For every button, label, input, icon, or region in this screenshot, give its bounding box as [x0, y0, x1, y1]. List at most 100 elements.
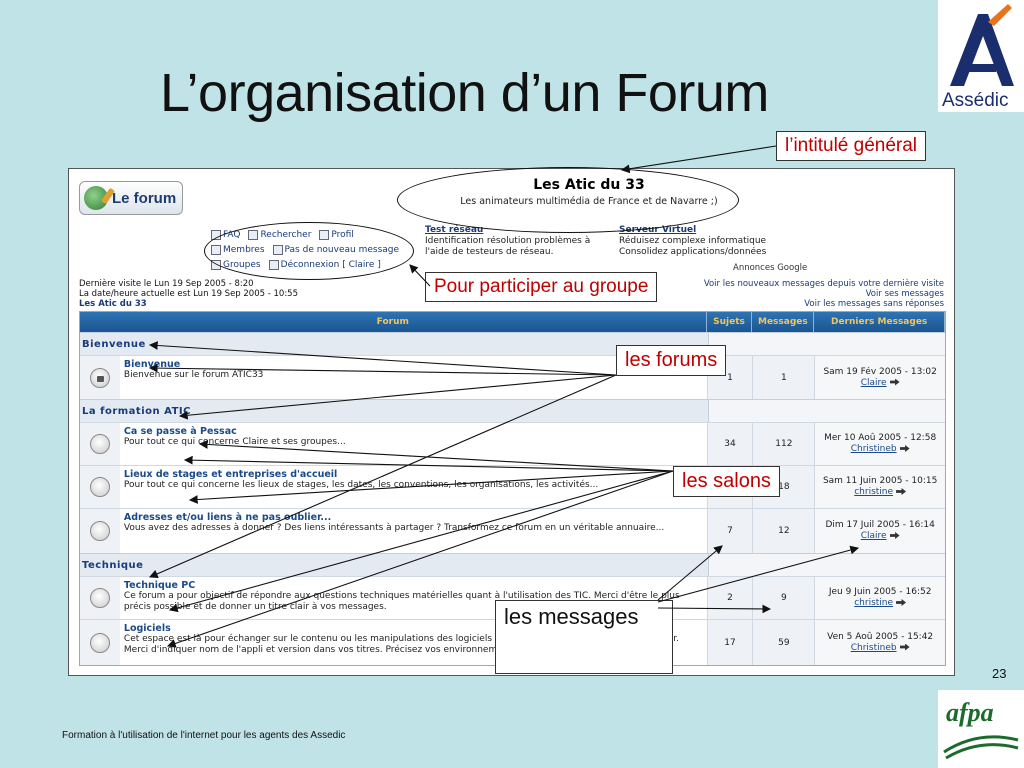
forum-folder-icon — [89, 588, 110, 608]
goto-post-icon[interactable] — [896, 599, 907, 606]
message-count: 12 — [752, 509, 815, 553]
callout-messages: les messages — [495, 600, 673, 674]
nav-no-new[interactable]: Pas de nouveau message — [284, 244, 400, 255]
link-own-messages[interactable]: Voir ses messages — [865, 289, 944, 299]
topic-count: 7 — [706, 509, 753, 553]
assedic-logo: Assédic — [938, 0, 1024, 112]
afpa-wordmark: afpa — [946, 698, 994, 727]
col-messages: Messages — [752, 312, 815, 332]
ad-title[interactable]: Test réseau — [425, 225, 484, 235]
category-name[interactable]: Technique — [82, 559, 144, 571]
ad-serveur-virtuel: Serveur Virtuel Réduisez complexe inform… — [619, 225, 766, 258]
category-name[interactable]: La formation ATIC — [82, 405, 191, 417]
last-author[interactable]: christine — [854, 598, 894, 608]
forum-title[interactable]: Lieux de stages et entreprises d'accueil — [123, 469, 338, 480]
category-name[interactable]: Bienvenue — [82, 338, 146, 350]
afpa-swoosh-icon — [943, 735, 1019, 760]
ad-line: Consolidez applications/données — [619, 247, 767, 257]
le-forum-label: Le forum — [112, 189, 177, 207]
last-date: Ven 5 Aoû 2005 - 15:42 — [827, 631, 934, 642]
callout-intitule: l’intitulé général — [776, 131, 927, 161]
col-forum: Forum — [80, 312, 707, 332]
nav-logout[interactable]: Déconnexion [ Claire ] — [280, 259, 381, 270]
forum-description: Vous avez des adresses à donner ? Des li… — [123, 523, 665, 533]
forum-site-description: Les animateurs multimédia de France et d… — [460, 196, 718, 207]
afpa-logo: afpa — [938, 690, 1024, 768]
last-date: Jeu 9 Juin 2005 - 16:52 — [828, 587, 932, 597]
members-icon — [211, 244, 221, 255]
callout-forums: les forums — [616, 345, 727, 376]
nav-groups[interactable]: Groupes — [223, 259, 261, 270]
breadcrumb[interactable]: Les Atic du 33 — [79, 299, 147, 309]
faq-icon — [211, 229, 221, 240]
forum-folder-icon — [89, 477, 110, 497]
link-unanswered[interactable]: Voir les messages sans réponses — [804, 299, 944, 309]
nav-members[interactable]: Membres — [223, 244, 265, 255]
ads-google-link[interactable]: Annonces Google — [733, 263, 808, 273]
forum-site-name: Les Atic du 33 — [533, 177, 645, 193]
callout-participer: Pour participer au groupe — [425, 272, 658, 302]
nav-faq[interactable]: FAQ — [223, 229, 241, 240]
le-forum-button[interactable]: Le forum — [79, 181, 183, 215]
forum-title[interactable]: Adresses et/ou liens à ne pas oublier... — [123, 512, 332, 523]
message-count: 59 — [752, 620, 815, 665]
last-date: Sam 19 Fév 2005 - 13:02 — [823, 366, 937, 377]
last-visit: Dernière visite le Lun 19 Sep 2005 - 8:2… — [79, 279, 254, 289]
arrow-intitule — [620, 145, 777, 174]
last-author[interactable]: Claire — [860, 377, 887, 388]
category-row: Technique — [80, 553, 945, 576]
forum-folder-icon — [89, 521, 110, 541]
forum-title[interactable]: Ca se passe à Pessac — [123, 426, 237, 437]
link-new-messages[interactable]: Voir les nouveaux messages depuis votre … — [703, 279, 944, 289]
topic-count: 2 — [706, 577, 753, 619]
ad-test-reseau: Test réseau Identification résolution pr… — [425, 225, 590, 258]
assedic-a-icon — [950, 4, 1014, 86]
message-count: 9 — [752, 577, 815, 619]
nav-search[interactable]: Rechercher — [260, 229, 312, 240]
topic-count: 34 — [706, 423, 753, 465]
forum-folder-icon — [89, 434, 110, 454]
goto-post-icon[interactable] — [889, 532, 900, 539]
last-author[interactable]: Claire — [860, 531, 887, 541]
forum-folder-icon — [89, 632, 110, 653]
forum-description: Pour tout ce qui concerne les lieux de s… — [123, 480, 599, 490]
forum-title[interactable]: Technique PC — [123, 580, 196, 591]
forum-title[interactable]: Logiciels — [123, 623, 171, 634]
category-row: La formation ATIC — [80, 399, 945, 422]
ad-line: Identification résolution problèmes à — [425, 236, 591, 246]
goto-post-icon[interactable] — [899, 643, 910, 651]
assedic-wordmark: Assédic — [942, 90, 1009, 111]
last-date: Sam 11 Juin 2005 - 10:15 — [822, 476, 938, 486]
no-new-message-icon — [272, 244, 283, 255]
forum-row: Lieux de stages et entreprises d'accueil… — [80, 465, 945, 508]
callout-salons: les salons — [673, 466, 780, 497]
slide-footer: Formation à l'utilisation de l'internet … — [62, 730, 346, 741]
visit-info: Dernière visite le Lun 19 Sep 2005 - 8:2… — [79, 279, 298, 309]
search-icon — [248, 229, 259, 240]
forum-globe-icon — [84, 186, 108, 210]
last-date: Dim 17 Juil 2005 - 16:14 — [825, 520, 935, 530]
last-author[interactable]: Christineb — [850, 444, 897, 454]
goto-post-icon[interactable] — [899, 445, 910, 452]
nav-profile[interactable]: Profil — [331, 229, 354, 240]
page-number: 23 — [992, 666, 1007, 681]
logout-icon — [268, 259, 279, 270]
ad-title[interactable]: Serveur Virtuel — [619, 225, 697, 235]
slide-title: L’organisation d’un Forum — [160, 63, 769, 123]
col-topics: Sujets — [707, 312, 753, 332]
forum-description: Pour tout ce qui concerne Claire et ses … — [123, 437, 346, 447]
topic-count: 17 — [706, 620, 753, 665]
goto-post-icon[interactable] — [889, 378, 900, 386]
last-author[interactable]: Christineb — [850, 642, 897, 653]
message-count: 1 — [752, 356, 815, 399]
last-author[interactable]: christine — [854, 487, 894, 497]
goto-post-icon[interactable] — [896, 488, 907, 495]
forum-header: Les Atic du 33 Les animateurs multimédia… — [399, 177, 779, 207]
message-count: 112 — [752, 423, 815, 465]
